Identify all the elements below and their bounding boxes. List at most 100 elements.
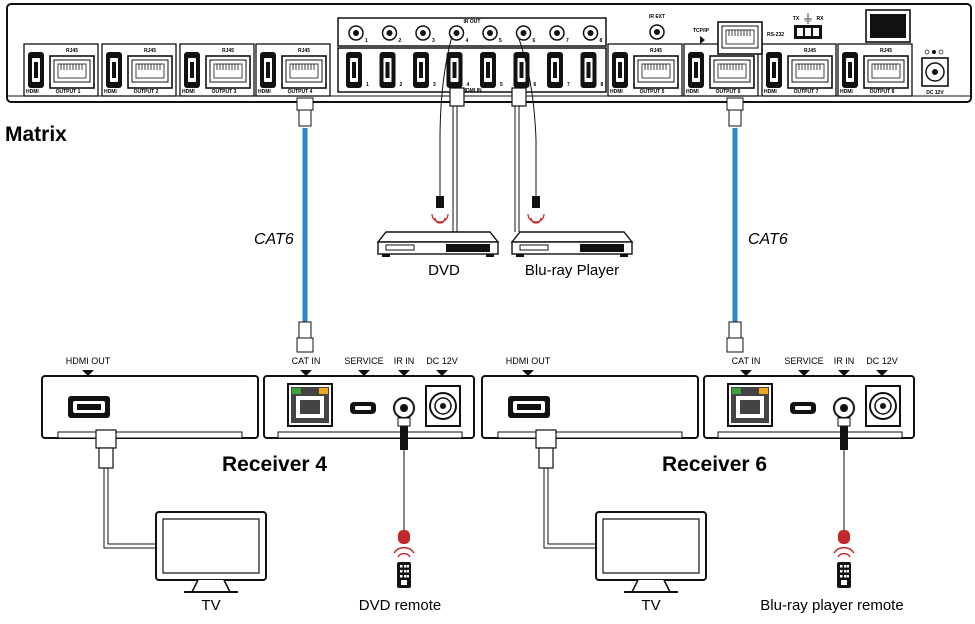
ir-receiver-sensor — [398, 530, 410, 544]
dc-12v-label: DC 12V — [426, 356, 458, 366]
output-name-label: OUTPUT 7 — [794, 89, 819, 95]
output-rj45-label: RJ45 — [650, 48, 662, 54]
output-rj45-port — [281, 55, 327, 89]
arrow-down-icon — [838, 370, 850, 376]
arrow-down-icon — [436, 370, 448, 376]
remote-label: DVD remote — [359, 597, 442, 614]
output-rj45-label: RJ45 — [144, 48, 156, 54]
output-hdmi-port — [842, 52, 858, 88]
output-name-label: OUTPUT 8 — [870, 89, 895, 95]
ir-out-jack-1 — [348, 25, 364, 41]
rs232-tx-label: TX — [793, 16, 800, 22]
ir-in-label: IR IN — [834, 356, 855, 366]
hdmi-in-port-5 — [480, 52, 496, 88]
ir-out-jack-8 — [582, 25, 599, 41]
output-name-label: OUTPUT 4 — [288, 89, 313, 95]
hdmi-in-number: 6 — [534, 82, 537, 88]
cat6-label-right: CAT6 — [748, 231, 788, 248]
receiver-2: HDMI OUT TV CAT IN SERVICE IR IN DC 12V Receiv… — [481, 356, 915, 614]
output-hdmi-port — [260, 52, 276, 88]
hdmi-in-number: 5 — [500, 82, 503, 88]
arrow-down-icon — [358, 370, 370, 376]
ir-out-number: 3 — [432, 38, 435, 44]
ir-out-label: IR OUT — [464, 19, 481, 25]
hdmi-in-port-6 — [513, 52, 530, 88]
matrix-title: Matrix — [5, 123, 67, 146]
ir-out-number: 7 — [566, 38, 569, 44]
hdmi-in-number: 7 — [567, 82, 570, 88]
hdmi-in-panel — [337, 47, 607, 93]
output-hdmi-port — [688, 52, 704, 88]
output-rj45-label: RJ45 — [222, 48, 234, 54]
tcpip-port — [717, 21, 763, 55]
ir-out-number: 6 — [533, 38, 536, 44]
cat6-cable-right — [726, 97, 744, 353]
hdmi-in-port-3 — [413, 52, 429, 88]
dc-12v-label: DC 12V — [866, 356, 898, 366]
tv-icon — [155, 511, 267, 593]
matrix-dc-jack — [921, 49, 949, 87]
remote-label: Blu-ray player remote — [760, 597, 903, 614]
output-rj45-label: RJ45 — [804, 48, 816, 54]
ground-icon — [804, 13, 812, 24]
arrow-down-icon — [82, 370, 94, 376]
ir-out-number: 4 — [466, 38, 469, 44]
output-hdmi-port — [612, 52, 628, 88]
ir-out-jack-2 — [381, 25, 398, 41]
arrow-down-icon — [798, 370, 810, 376]
arrow-down-icon — [398, 370, 410, 376]
arrow-down-icon — [740, 370, 752, 376]
output-hdmi-label: HDMI — [840, 89, 853, 95]
hdmi-in-port-2 — [379, 52, 396, 88]
bluray-label: Blu-ray Player — [525, 262, 619, 279]
dvd-ir-emitter — [431, 35, 453, 224]
ir-out-number: 8 — [600, 38, 603, 44]
ir-out-jack-7 — [549, 25, 565, 41]
output-rj45-label: RJ45 — [298, 48, 310, 54]
cat6-cable-left — [296, 97, 314, 353]
hdmi-in-label: HDMI IN — [462, 88, 482, 94]
hdmi-out-label: HDMI OUT — [66, 356, 111, 366]
receiver-title: Receiver 4 — [222, 453, 327, 476]
output-name-label: OUTPUT 5 — [640, 89, 665, 95]
hdmi-in-port-1 — [346, 52, 362, 88]
hdmi-in-port-4 — [446, 52, 463, 88]
bluray-player — [511, 231, 633, 258]
hdmi-in-port-8 — [580, 52, 597, 88]
tv-label: TV — [201, 597, 220, 614]
service-label: SERVICE — [784, 356, 823, 366]
output-hdmi-label: HDMI — [610, 89, 623, 95]
hdmi-in-number: 2 — [400, 82, 403, 88]
receiver-title: Receiver 6 — [662, 453, 767, 476]
ir-out-jack-5 — [482, 25, 498, 41]
output-hdmi-label: HDMI — [258, 89, 271, 95]
output-rj45-port — [709, 55, 755, 89]
output-rj45-port — [787, 55, 833, 89]
matrix-dc-label: DC 12V — [926, 90, 944, 96]
remote-control-icon — [833, 546, 855, 589]
bluray-ir-emitter — [517, 35, 545, 224]
power-switch — [865, 9, 911, 43]
tv-label: TV — [641, 597, 660, 614]
rs232-rx-label: RX — [817, 16, 825, 22]
output-rj45-port — [127, 55, 173, 89]
cat6-label-left: CAT6 — [254, 231, 294, 248]
output-hdmi-label: HDMI — [182, 89, 195, 95]
ir-out-jack-3 — [415, 25, 431, 41]
cat-in-label: CAT IN — [732, 356, 761, 366]
tv-icon — [595, 511, 707, 593]
output-rj45-port — [633, 55, 679, 89]
arrow-down-icon — [876, 370, 888, 376]
cat-in-port — [727, 383, 773, 427]
hdmi-out-label: HDMI OUT — [506, 356, 551, 366]
ir-out-number: 2 — [399, 38, 402, 44]
output-hdmi-port — [184, 52, 200, 88]
bluray-hdmi-cable — [511, 87, 527, 232]
output-name-label: OUTPUT 1 — [56, 89, 81, 95]
cat-in-port — [287, 383, 333, 427]
ir-in-label: IR IN — [394, 356, 415, 366]
